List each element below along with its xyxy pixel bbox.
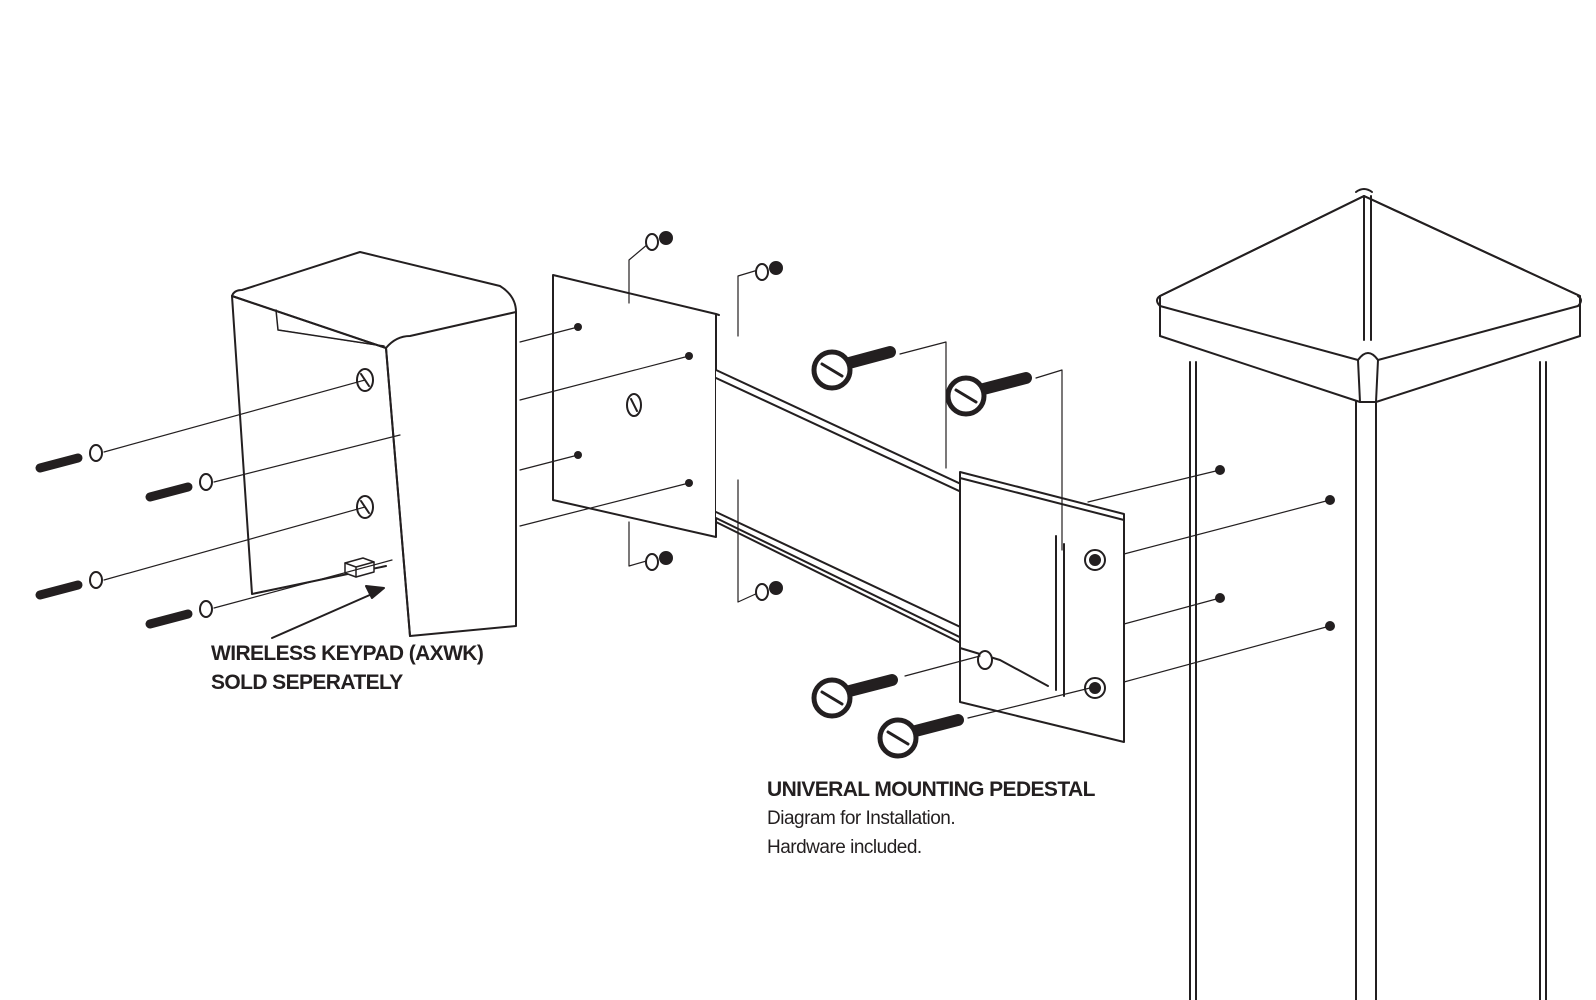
front-plate-center-hole (626, 393, 642, 417)
keypad-label-line2: SOLD SEPERATELY (211, 671, 403, 694)
lag-bolt-4 (877, 714, 964, 759)
back-plate-hole-bottom (1084, 677, 1106, 699)
post-holes (1215, 465, 1335, 631)
hood-screw-3 (35, 571, 103, 600)
pedestal-line1: Diagram for Installation. (767, 808, 956, 829)
keypad-arrow (271, 585, 385, 639)
hood-screw-4 (145, 600, 213, 629)
keypad-label-line1: WIRELESS KEYPAD (AXWK) (211, 642, 484, 665)
back-plate-hole-top (1084, 549, 1106, 571)
keypad-hood (231, 251, 517, 637)
lag-bolt-3 (811, 674, 898, 719)
arm-back-plate (959, 471, 1125, 743)
alignment-lines (103, 243, 1331, 719)
pedestal-caption: UNIVERAL MOUNTING PEDESTAL Diagram for I… (767, 775, 1095, 862)
keypad-box (344, 557, 375, 578)
nut-washer-bottom-left (645, 551, 673, 571)
lag-bolt-1 (811, 346, 896, 391)
hood-screw-2 (145, 473, 213, 502)
nut-washer-top-right (755, 261, 783, 281)
hood-screw-1 (35, 444, 103, 473)
nut-washer-top-left (645, 231, 673, 251)
back-plate-hole-rear (977, 650, 993, 670)
keypad-callout: WIRELESS KEYPAD (AXWK) SOLD SEPERATELY (211, 639, 484, 697)
nut-washer-bottom-right (755, 581, 783, 601)
pedestal-line2: Hardware included. (767, 837, 922, 858)
lag-bolt-2 (945, 372, 1032, 417)
pedestal-title: UNIVERAL MOUNTING PEDESTAL (767, 778, 1095, 801)
fence-post (1189, 361, 1547, 1000)
post-cap (1156, 188, 1582, 403)
